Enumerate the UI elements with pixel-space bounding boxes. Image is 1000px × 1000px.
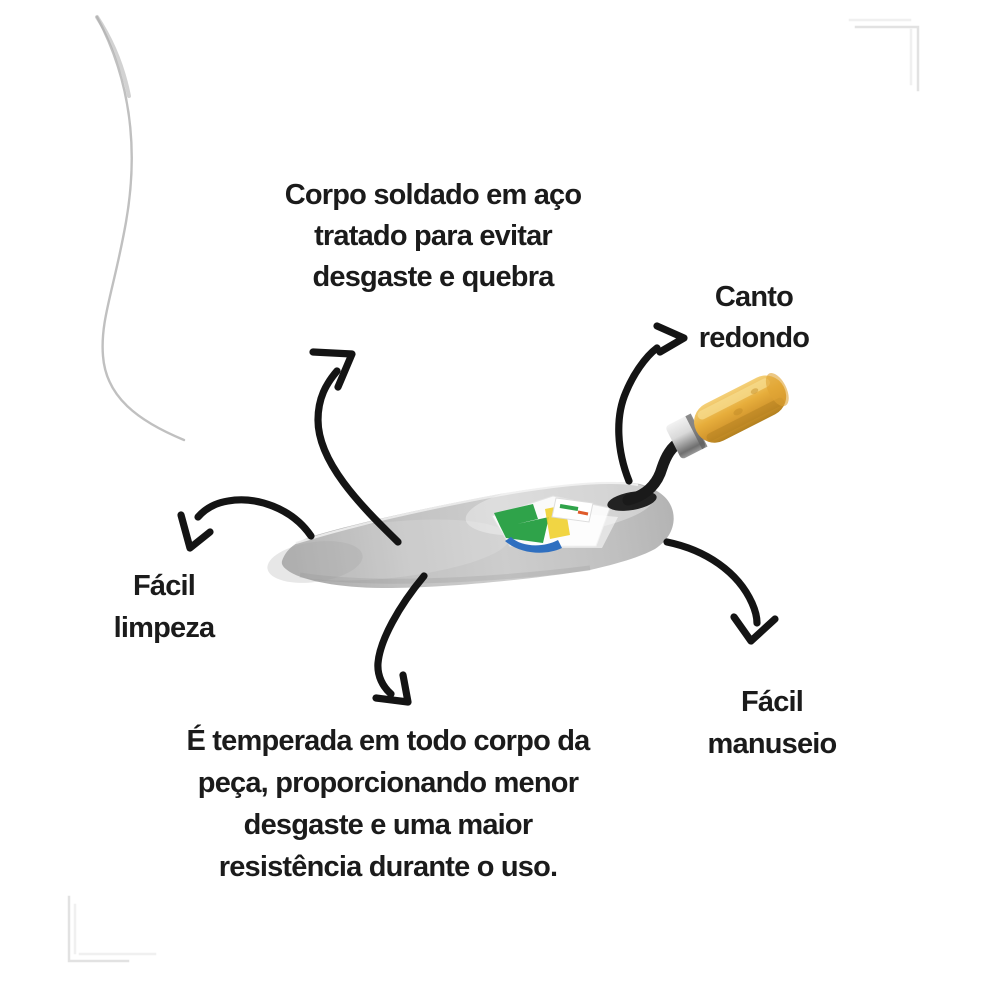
brand-sticker — [491, 495, 618, 553]
corner-mark-top-right — [848, 18, 920, 92]
callout-line: peça, proporcionando menor — [197, 767, 579, 799]
callout-line: Fácil — [132, 570, 196, 602]
arrow-head — [730, 613, 779, 645]
sticker-blue-crescent — [505, 537, 562, 553]
corner-mark-line-light — [73, 903, 157, 956]
callout-rounded-corner: Canto redondo — [654, 277, 854, 359]
callout-line: Fácil — [740, 686, 804, 718]
arrow-curve — [314, 367, 402, 546]
callout-line: limpeza — [113, 612, 216, 644]
handle-end-cap — [765, 373, 789, 407]
corner-mark-bottom-left — [67, 895, 157, 963]
callout-line: desgaste e quebra — [312, 261, 554, 293]
callout-tempered-body: É temperada em todo corpo da peça, propo… — [128, 720, 648, 888]
blade-tip-shade — [267, 541, 363, 583]
arrow-curve — [194, 496, 315, 540]
arrow-curve — [374, 572, 428, 698]
handle-speckle-2 — [750, 388, 759, 394]
decorative-hair-curve — [95, 15, 186, 442]
arrow-to-welded-body — [309, 348, 402, 546]
sticker-label-orange-mark — [577, 510, 589, 516]
arrow-to-easy-handling — [663, 538, 779, 645]
handle-speckle — [733, 408, 743, 416]
callout-line: resistência durante o uso. — [218, 851, 558, 883]
callout-line: É temperada em todo corpo da — [186, 725, 590, 757]
arrow-head — [653, 322, 688, 356]
sticker-label-green-mark — [559, 504, 579, 511]
sticker-green-swoosh — [494, 504, 549, 543]
blade-sheen-2 — [270, 519, 510, 581]
callout-easy-handling: Fácil manuseio — [662, 681, 882, 765]
trowel-neck — [622, 435, 687, 506]
callout-line: Corpo soldado em aço — [284, 179, 582, 211]
arrow-curve — [615, 344, 661, 485]
callout-line: desgaste e uma maior — [243, 809, 533, 841]
arrow-head — [372, 671, 412, 706]
callout-easy-cleaning: Fácil limpeza — [64, 565, 264, 649]
callout-line: tratado para evitar — [314, 220, 553, 252]
arrow-curve — [663, 538, 761, 627]
callout-line: Canto — [714, 281, 794, 313]
arrow-head — [177, 511, 214, 552]
corner-mark-line — [854, 25, 920, 92]
hair-curve-line — [95, 15, 186, 442]
callout-line: redondo — [698, 322, 810, 354]
arrow-head — [309, 348, 356, 391]
trowel — [267, 373, 789, 588]
callout-welded-body: Corpo soldado em aço tratado para evitar… — [223, 175, 643, 298]
corner-mark-line-light — [848, 18, 913, 86]
handle-bottom-shadow — [706, 397, 785, 442]
arrow-to-tempered-body — [372, 572, 428, 706]
annotation-arrows — [177, 322, 779, 706]
callout-line: manuseio — [707, 728, 838, 760]
corner-mark-line — [67, 895, 130, 963]
blade-top-edge-highlight — [295, 481, 639, 545]
hair-curve-thick-top — [95, 15, 131, 98]
handle-group — [666, 373, 789, 459]
arrow-to-rounded-corner — [615, 322, 688, 485]
arrow-to-easy-cleaning — [177, 496, 315, 552]
handle-top-highlight — [697, 378, 770, 420]
